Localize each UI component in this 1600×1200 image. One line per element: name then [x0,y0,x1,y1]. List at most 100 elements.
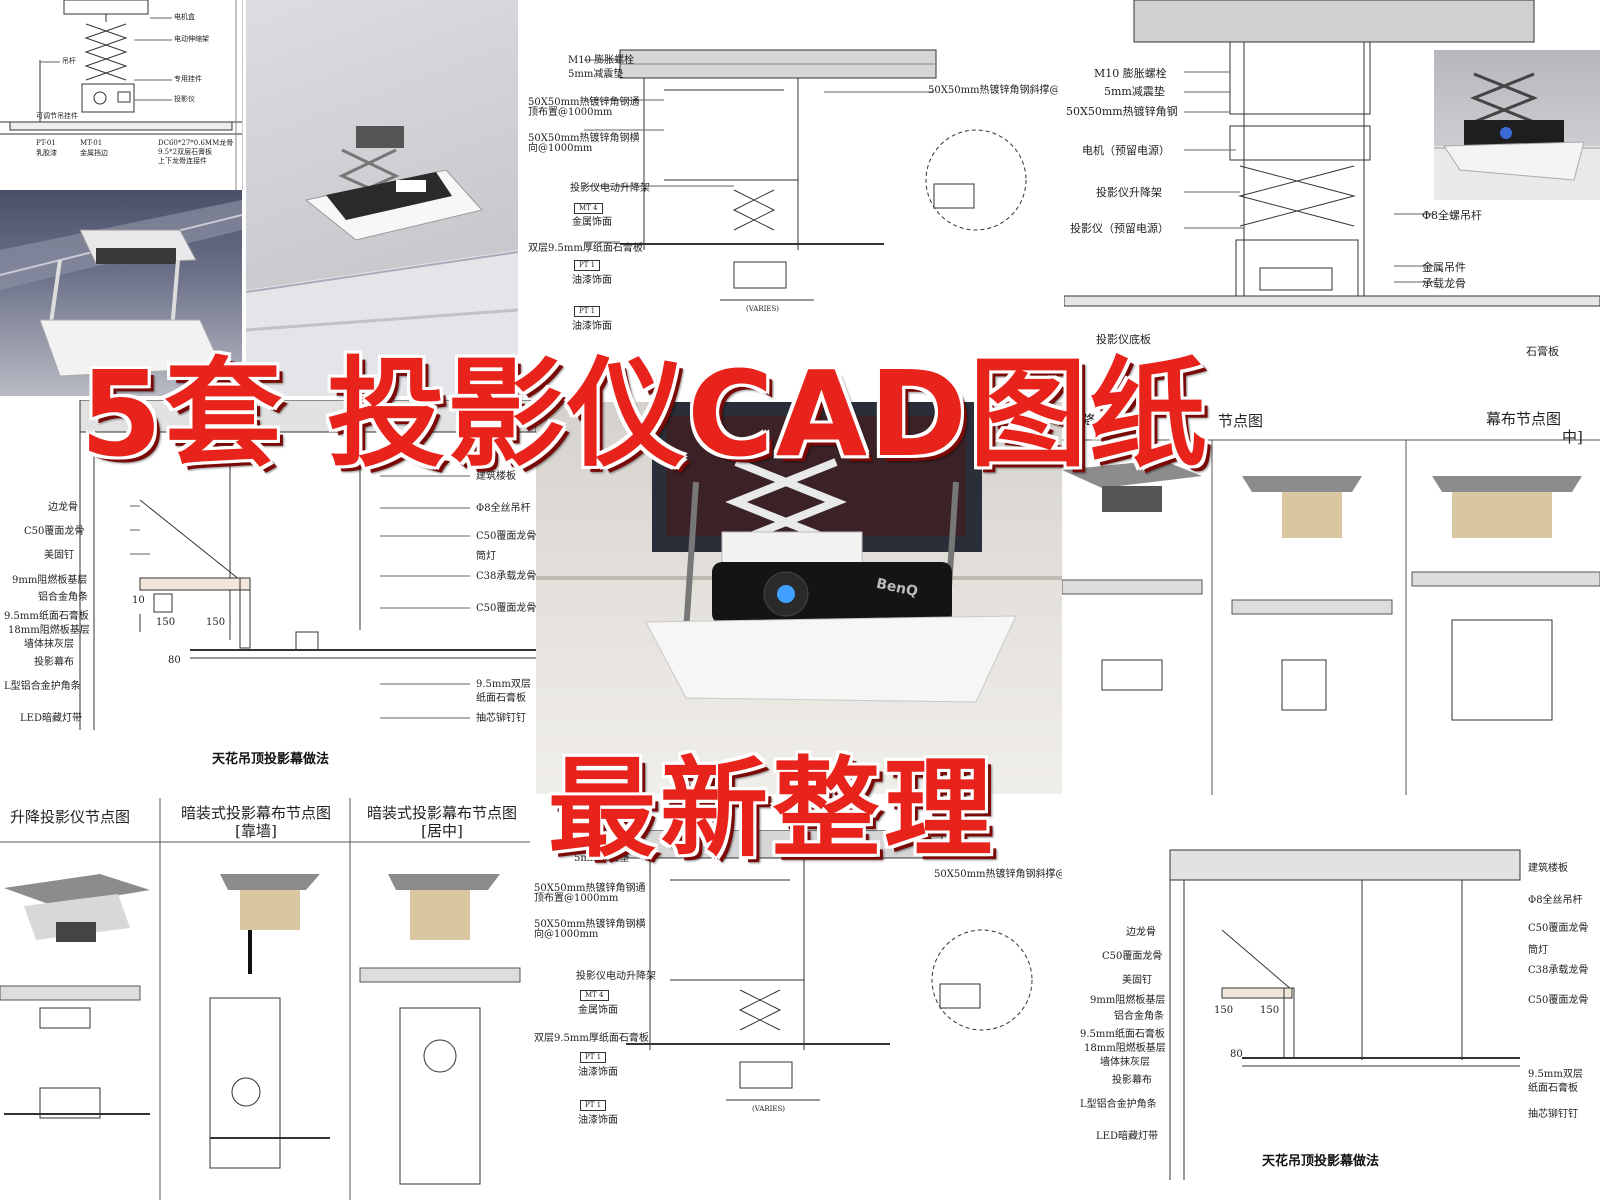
label-paint-b: 油漆饰面 [572,321,612,332]
node-header-node: 节点图 [1218,412,1264,430]
label-metal-hanger: 金属吊件 [1422,261,1466,274]
label-fire-board-18-b: 18mm阻燃板基层 [1084,1043,1166,1054]
tag-pt1-b: PT 1 [574,306,601,317]
label-led-strip-b: LED暗藏灯带 [1096,1131,1158,1142]
photo-lift-open-small [1434,50,1600,200]
label-c38: C38承载龙骨 [476,571,536,582]
label-varies-b: (VARIES) [752,1105,786,1113]
label-fire-board-18: 18mm阻燃板基层 [8,625,90,636]
code-pt01: PT-01 [36,139,56,147]
label-double-gypsum-b: 双层9.5mm厚纸面石膏板 [534,1033,649,1044]
label-hanger: 专用挂件 [174,75,202,83]
label-gypsum-95-b: 9.5mm纸面石膏板 [1080,1029,1165,1040]
label-c50-keel-b: C50覆面龙骨 [1102,951,1163,962]
node-header-center-screen-text: 暗装式投影幕布节点图 [366,804,517,822]
dim-150-c: 150 [1214,1005,1234,1016]
label-c50-right-bb: C50覆面龙骨 [1528,923,1589,934]
label-adjustable-hanger: 可调节吊挂件 [36,112,78,120]
cad-panel-lift-elevation: 电机盒 电动伸缩架 吊杆 专用挂件 投影仪 可调节吊挂件 PT-01 乳胶漆 M… [0,0,243,190]
code-mt01-text: 金属挡边 [80,149,108,157]
label-m10-bolt-right: M10 膨胀螺栓 [1094,67,1167,80]
label-lift-frame-right: 投影仪升降架 [1096,186,1162,199]
label-telescopic-frame: 电动伸缩架 [174,35,209,43]
cad-panel-screen-detail: 边龙骨 C50覆面龙骨 美固钉 9mm阻燃板基层 铝合金角条 9.5mm纸面石膏… [0,400,536,780]
label-gypsum-board-b: 纸面石膏板 [1528,1083,1578,1094]
photo-ceiling-lift-left [0,190,242,396]
label-downlight: 筒灯 [476,551,496,562]
label-l-angle-b: L型铝合金护角条 [1080,1099,1157,1110]
label-c50-right: C50覆面龙骨 [476,531,536,542]
label-m10-bolt-b: M10 膨胀螺栓 [574,839,641,850]
label-fire-board: 9mm阻燃板基层 [12,575,88,586]
dim-150-a: 150 [156,617,176,628]
label-lift-frame-b: 投影仪电动升降架 [576,971,656,982]
label-rivet-b: 抽芯铆钉钉 [1528,1109,1578,1120]
screen-detail-caption-b: 天花吊顶投影幕做法 [1262,1154,1380,1169]
dim-150-b: 150 [206,617,226,628]
label-downlight-b: 筒灯 [1528,945,1548,956]
screen-detail-caption: 天花吊顶投影幕做法 [212,752,330,767]
node-header-center-screen-sub: [居中] [421,822,463,840]
label-carrier-keel: 承载龙骨 [1422,277,1466,290]
label-c38-b: C38承载龙骨 [1528,965,1589,976]
cad-panel-lift-section: M10 膨胀螺栓 5mm减震垫 50X50mm热镀锌角钢通顶布置@1000mm … [524,0,1058,400]
node-header-center: 中] [1562,428,1583,446]
cad-panel-screen-detail-b: 边龙骨 C50覆面龙骨 美固钉 9mm阻燃板基层 铝合金角条 9.5mm纸面石膏… [1062,820,1600,1200]
label-fire-board-b: 9mm阻燃板基层 [1090,995,1166,1006]
label-gypsum-board: 纸面石膏板 [476,693,526,704]
label-projector-right: 投影仪（预留电源） [1070,222,1169,235]
label-gypsum-right: 石膏板 [1526,345,1559,358]
dim-10: 10 [132,595,145,606]
cad-panel-nodes-left: 升降投影仪节点图 暗装式投影幕布节点图 [靠墙] 暗装式投影幕布节点图 [居中] [0,798,530,1200]
label-projector: 投影仪 [174,95,195,103]
node-header-instrument: 仪 [1126,412,1142,430]
tag-pt1-c: PT 1 [580,1052,607,1063]
cad-panel-lift-section-b: M10 膨胀螺栓 5mm减震垫 50X50mm热镀锌角钢通顶布置@1000mm … [530,830,1062,1200]
label-angle-steel-cross-b: 50X50mm热镀锌角钢横向@1000mm [534,919,646,940]
banner-subtitle: 最新整理 [548,747,997,872]
label-edge-keel: 边龙骨 [48,502,78,513]
photo-ceiling-lift-white [246,0,518,396]
dim-150-d: 150 [1260,1005,1280,1016]
lift-elevation-drawing [0,0,242,190]
label-rod: 吊杆 [62,57,76,65]
label-m10-bolt: M10 膨胀螺栓 [568,55,635,66]
label-motor: 电机（预留电源） [1082,144,1170,157]
label-lift-frame: 投影仪电动升降架 [570,183,650,194]
tag-mt4-b: MT 4 [580,990,609,1001]
dim-80-b: 80 [1230,1049,1243,1060]
dim-80: 80 [168,655,181,666]
label-angle-steel-top: 50X50mm热镀锌角钢通顶布置@1000mm [528,97,640,118]
node-header-center-screen: 暗装式投影幕布节点图 [居中] [358,804,526,840]
node-header-wall-screen: 暗装式投影幕布节点图 [靠墙] [176,804,336,840]
photo-benq-projector: BenQ [536,402,1062,794]
label-c50-right-c: C50覆面龙骨 [1528,995,1589,1006]
label-damping-pad: 5mm减震垫 [568,69,624,80]
label-plaster-b: 墙体抹灰层 [1100,1057,1150,1068]
label-angle-steel-right: 50X50mm热镀锌角钢 [1066,105,1178,118]
label-damping-pad-b: 5mm减震垫 [574,853,630,864]
label-alu-angle: 铝合金角条 [38,592,88,603]
node-header-wall-screen-sub: [靠墙] [235,822,277,840]
label-paint-d: 油漆饰面 [578,1115,618,1126]
label-c50-right-b: C50覆面龙骨 [476,603,536,614]
banner-title: 5套 投影仪CAD图纸 [80,345,1210,483]
label-double-gypsum: 双层9.5mm厚纸面石膏板 [528,243,643,254]
label-angle-steel-top-b: 50X50mm热镀锌角钢通顶布置@1000mm [534,883,646,904]
label-alu-angle-b: 铝合金角条 [1114,1011,1164,1022]
label-l-angle: L型铝合金护角条 [4,681,81,692]
label-full-rod: Φ8全丝吊杆 [476,503,531,514]
node-header-lift: 升降 [1066,412,1097,430]
note-connector: 上下龙骨连接件 [158,157,207,165]
label-varies: (VARIES) [746,305,780,313]
label-motor-box: 电机盒 [174,13,195,21]
tag-mt4: MT 4 [574,203,603,214]
label-double-95: 9.5mm双层 [476,679,531,690]
label-projector-base: 投影仪底板 [1096,333,1151,346]
label-angle-brace-b: 50X50mm热镀锌角钢斜撑@1000mm [934,869,1062,880]
code-pt01-text: 乳胶漆 [36,149,57,157]
note-keel: DC60*27*0.6MM龙骨 [158,139,234,147]
label-nail-b: 美固钉 [1122,975,1152,986]
label-nail: 美固钉 [44,550,74,561]
label-c50-keel: C50覆面龙骨 [24,526,85,537]
